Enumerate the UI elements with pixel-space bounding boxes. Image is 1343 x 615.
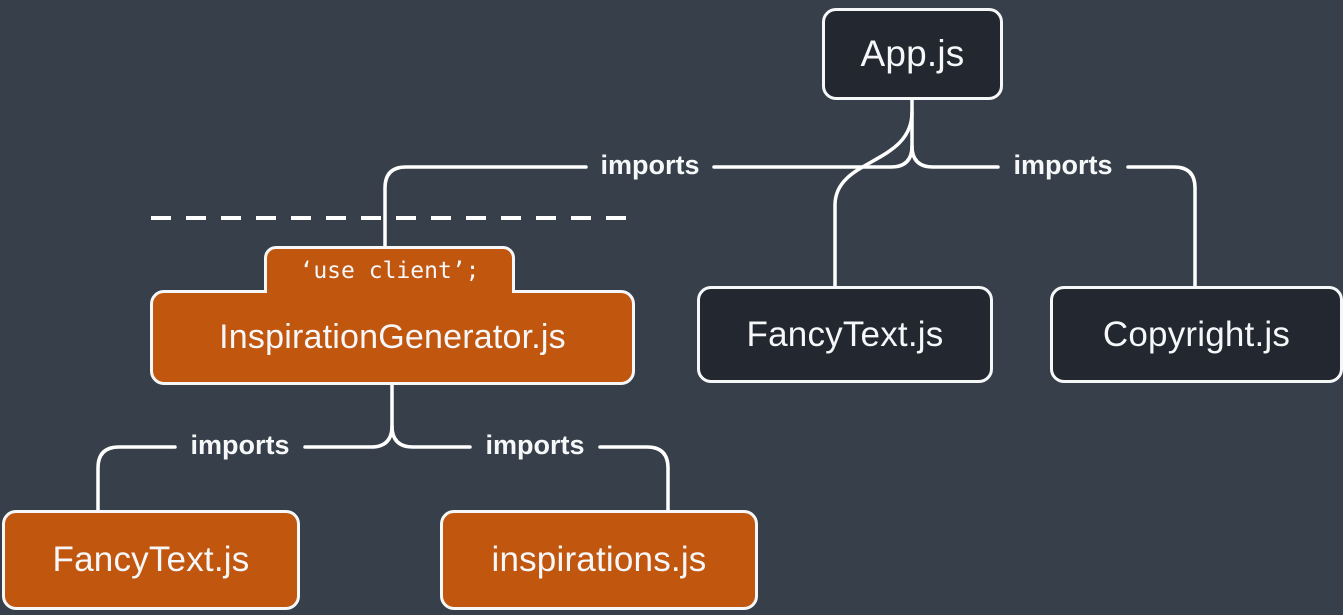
node-inspirationgenerator-js-label: InspirationGenerator.js (219, 318, 566, 356)
node-fancytext-js-top: FancyText.js (697, 286, 993, 383)
node-inspirationgenerator-js: InspirationGenerator.js (150, 290, 635, 385)
edge-app-to-fancytext-top (833, 110, 914, 288)
edge-inspirationgenerator-to-inspirations (390, 424, 670, 512)
node-copyright-js: Copyright.js (1050, 286, 1343, 383)
node-app-js: App.js (822, 8, 1003, 100)
node-fancytext-js-top-label: FancyText.js (746, 314, 944, 354)
node-copyright-js-label: Copyright.js (1102, 314, 1291, 354)
edge-app-to-copyright (910, 144, 1197, 288)
node-inspirations-js-label: inspirations.js (491, 540, 707, 579)
node-inspirations-js: inspirations.js (440, 510, 758, 610)
edge-label-imports-inspirationgenerator-fancytext: imports (190, 430, 290, 460)
edge-label-imports-inspirationgenerator-inspirations: imports (485, 430, 585, 460)
node-app-js-label: App.js (860, 33, 965, 74)
node-fancytext-js-bottom: FancyText.js (2, 510, 300, 610)
edge-label-imports-app-inspirationgenerator: imports (600, 150, 700, 180)
node-fancytext-js-bottom-label: FancyText.js (52, 540, 250, 579)
edge-label-imports-app-copyright: imports (1013, 150, 1113, 180)
use-client-directive-text: ‘use client’; (299, 258, 480, 284)
use-client-directive-chip: ‘use client’; (264, 246, 515, 293)
